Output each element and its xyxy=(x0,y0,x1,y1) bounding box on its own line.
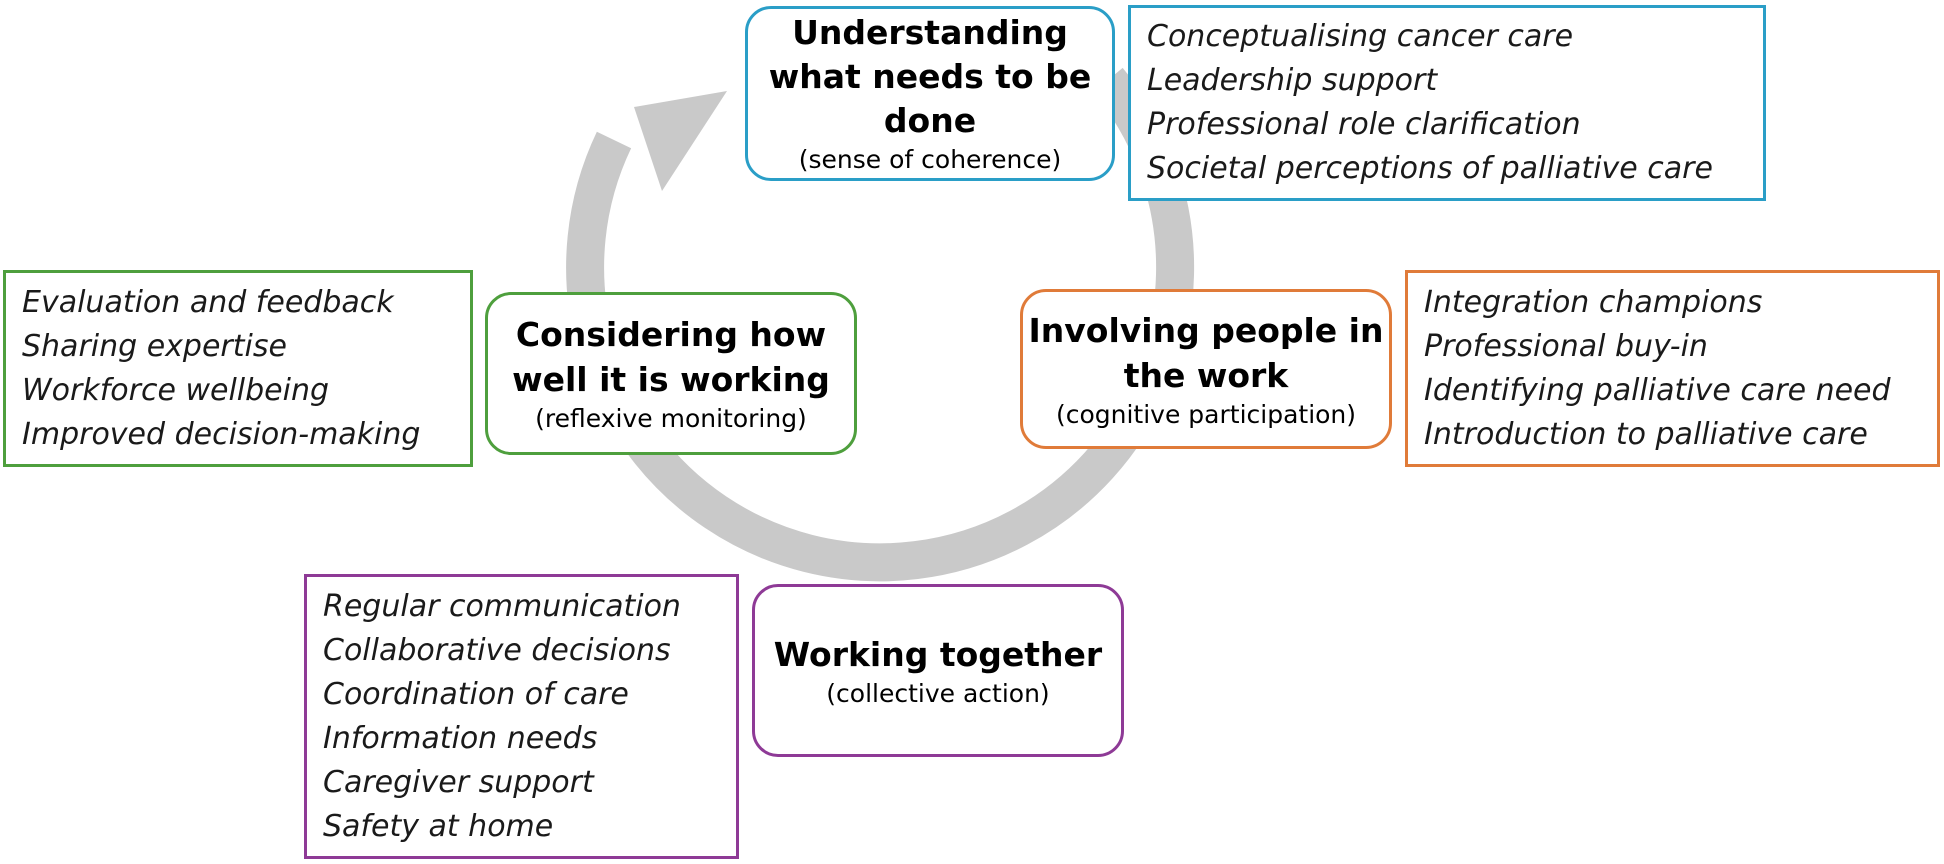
factor-item: Professional buy-in xyxy=(1424,328,1708,364)
factor-item: Safety at home xyxy=(323,808,554,844)
node-collective: Working together (collective action) xyxy=(752,584,1124,757)
factor-item: Collaborative decisions xyxy=(323,632,671,668)
factors-cognitive: Integration champions Professional buy-i… xyxy=(1405,270,1940,467)
node-reflexive-title-line: Considering how xyxy=(515,315,827,354)
node-coherence-title-line: Understanding xyxy=(792,13,1068,52)
node-reflexive: Considering how well it is working (refl… xyxy=(485,292,857,455)
factor-item: Workforce wellbeing xyxy=(22,372,330,408)
factor-item: Information needs xyxy=(323,720,598,756)
factor-item: Leadership support xyxy=(1147,63,1438,98)
cycle-arrowhead xyxy=(634,91,727,191)
node-cognitive-title-line: the work xyxy=(1123,355,1289,395)
node-reflexive-title-line: well it is working xyxy=(512,360,830,399)
node-collective-subtitle: (collective action) xyxy=(826,678,1050,708)
node-coherence-subtitle: (sense of coherence) xyxy=(798,145,1062,174)
factor-item: Integration champions xyxy=(1424,284,1763,320)
node-coherence: Understanding what needs to be done (sen… xyxy=(745,6,1115,181)
factor-item: Sharing expertise xyxy=(22,328,287,364)
factor-item: Coordination of care xyxy=(323,676,629,712)
factors-reflexive: Evaluation and feedback Sharing expertis… xyxy=(3,270,473,467)
factor-item: Caregiver support xyxy=(323,764,594,800)
node-cognitive: Involving people in the work (cognitive … xyxy=(1020,289,1392,449)
factor-item: Evaluation and feedback xyxy=(22,284,394,320)
node-coherence-title-line: what needs to be xyxy=(768,57,1092,96)
node-collective-title: Working together xyxy=(774,632,1102,677)
node-reflexive-title: Considering how well it is working xyxy=(512,312,830,402)
factor-item: Introduction to palliative care xyxy=(1424,416,1868,452)
node-cognitive-title: Involving people in the work xyxy=(1029,308,1384,398)
factor-item: Conceptualising cancer care xyxy=(1147,19,1574,54)
factor-item: Professional role clarification xyxy=(1147,107,1581,142)
node-reflexive-subtitle: (reflexive monitoring) xyxy=(535,404,807,433)
factors-collective: Regular communication Collaborative deci… xyxy=(304,574,739,859)
node-collective-title-line: Working together xyxy=(773,634,1103,674)
factor-item: Regular communication xyxy=(323,588,681,624)
factor-item: Identifying palliative care need xyxy=(1424,372,1891,408)
factor-item: Improved decision-making xyxy=(22,416,421,452)
factor-item: Societal perceptions of palliative care xyxy=(1147,151,1713,186)
node-coherence-title: Understanding what needs to be done xyxy=(769,11,1091,143)
node-cognitive-title-line: Involving people in xyxy=(1028,310,1384,350)
factors-coherence: Conceptualising cancer care Leadership s… xyxy=(1128,5,1766,201)
node-cognitive-subtitle: (cognitive participation) xyxy=(1055,399,1357,429)
node-coherence-title-line: done xyxy=(883,101,977,140)
